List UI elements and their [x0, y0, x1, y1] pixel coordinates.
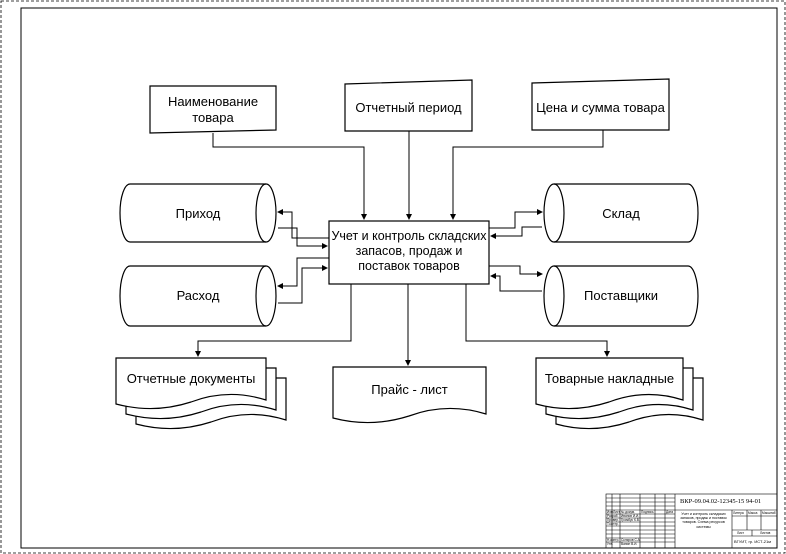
- output-price-list-label: Прайс - лист: [371, 382, 448, 397]
- store-income-label: Приход: [175, 206, 221, 221]
- store-warehouse-label: Склад: [602, 206, 640, 221]
- store-warehouse-shape: [543, 183, 699, 243]
- tb-sheet-label: Лист: [737, 530, 744, 535]
- title-block: [605, 493, 778, 549]
- output-invoices-shape: [535, 357, 704, 430]
- store-suppliers-label: Поставщики: [584, 288, 658, 303]
- tb-header-sign: Подпись: [641, 509, 654, 514]
- tb-header-doc: № докум.: [621, 509, 636, 514]
- tb-name-ncontr: Скляров С.А.: [621, 537, 641, 542]
- tb-role-approve: Утв.: [607, 541, 614, 546]
- input-box-name: [149, 85, 277, 134]
- process-label: Учет и контроль складских запасов, прода…: [331, 229, 487, 273]
- tb-stage-scale: Масштаб: [762, 510, 776, 515]
- input-price-label: Цена и сумма товара: [536, 100, 665, 115]
- store-expense-label: Расход: [176, 288, 220, 303]
- output-reports-label: Отчетные документы: [126, 371, 256, 386]
- tb-stage-litera: Литера: [733, 510, 744, 515]
- store-income-shape: [119, 183, 277, 243]
- input-name-label: Наименование товара: [167, 94, 259, 125]
- tb-sheets-label: Листов: [760, 530, 771, 535]
- process-box: [328, 220, 490, 285]
- document-code: ВКР-09.04.02-12345-15 94-01: [680, 498, 762, 505]
- tb-role-tcontr: Т.контр.: [607, 521, 619, 526]
- input-box-period: [344, 79, 473, 132]
- tb-header-list: Лист: [613, 509, 620, 514]
- connector-lines: [195, 130, 610, 366]
- tb-header-izm: Изм.: [607, 509, 614, 514]
- input-period-label: Отчетный период: [355, 100, 462, 115]
- document-title: Учет и контроль складских запасов, прода…: [680, 512, 727, 529]
- tb-role-dev: Разраб.: [607, 513, 619, 518]
- tb-name-dev: Иванов И.И.: [621, 513, 640, 518]
- output-reports-shape: [115, 357, 287, 430]
- organization-label: ВГУИТ, гр. ИСТ-21м: [734, 539, 771, 544]
- output-price-list-shape: [332, 366, 487, 424]
- input-box-price: [531, 78, 670, 131]
- tb-name-check: Громбус К.В.: [621, 517, 640, 522]
- tb-name-approve: Ванин В.И.: [621, 541, 638, 546]
- tb-role-ncontr: Н.контр.: [607, 537, 620, 542]
- store-expense-shape: [119, 265, 277, 327]
- tb-stage-mass: Масса: [748, 510, 758, 515]
- tb-header-date: Дата: [666, 509, 674, 514]
- output-invoices-label: Товарные накладные: [544, 371, 675, 386]
- store-suppliers-shape: [543, 265, 699, 327]
- tb-role-check: Провер.: [607, 517, 619, 522]
- drawing-frame: [20, 7, 778, 549]
